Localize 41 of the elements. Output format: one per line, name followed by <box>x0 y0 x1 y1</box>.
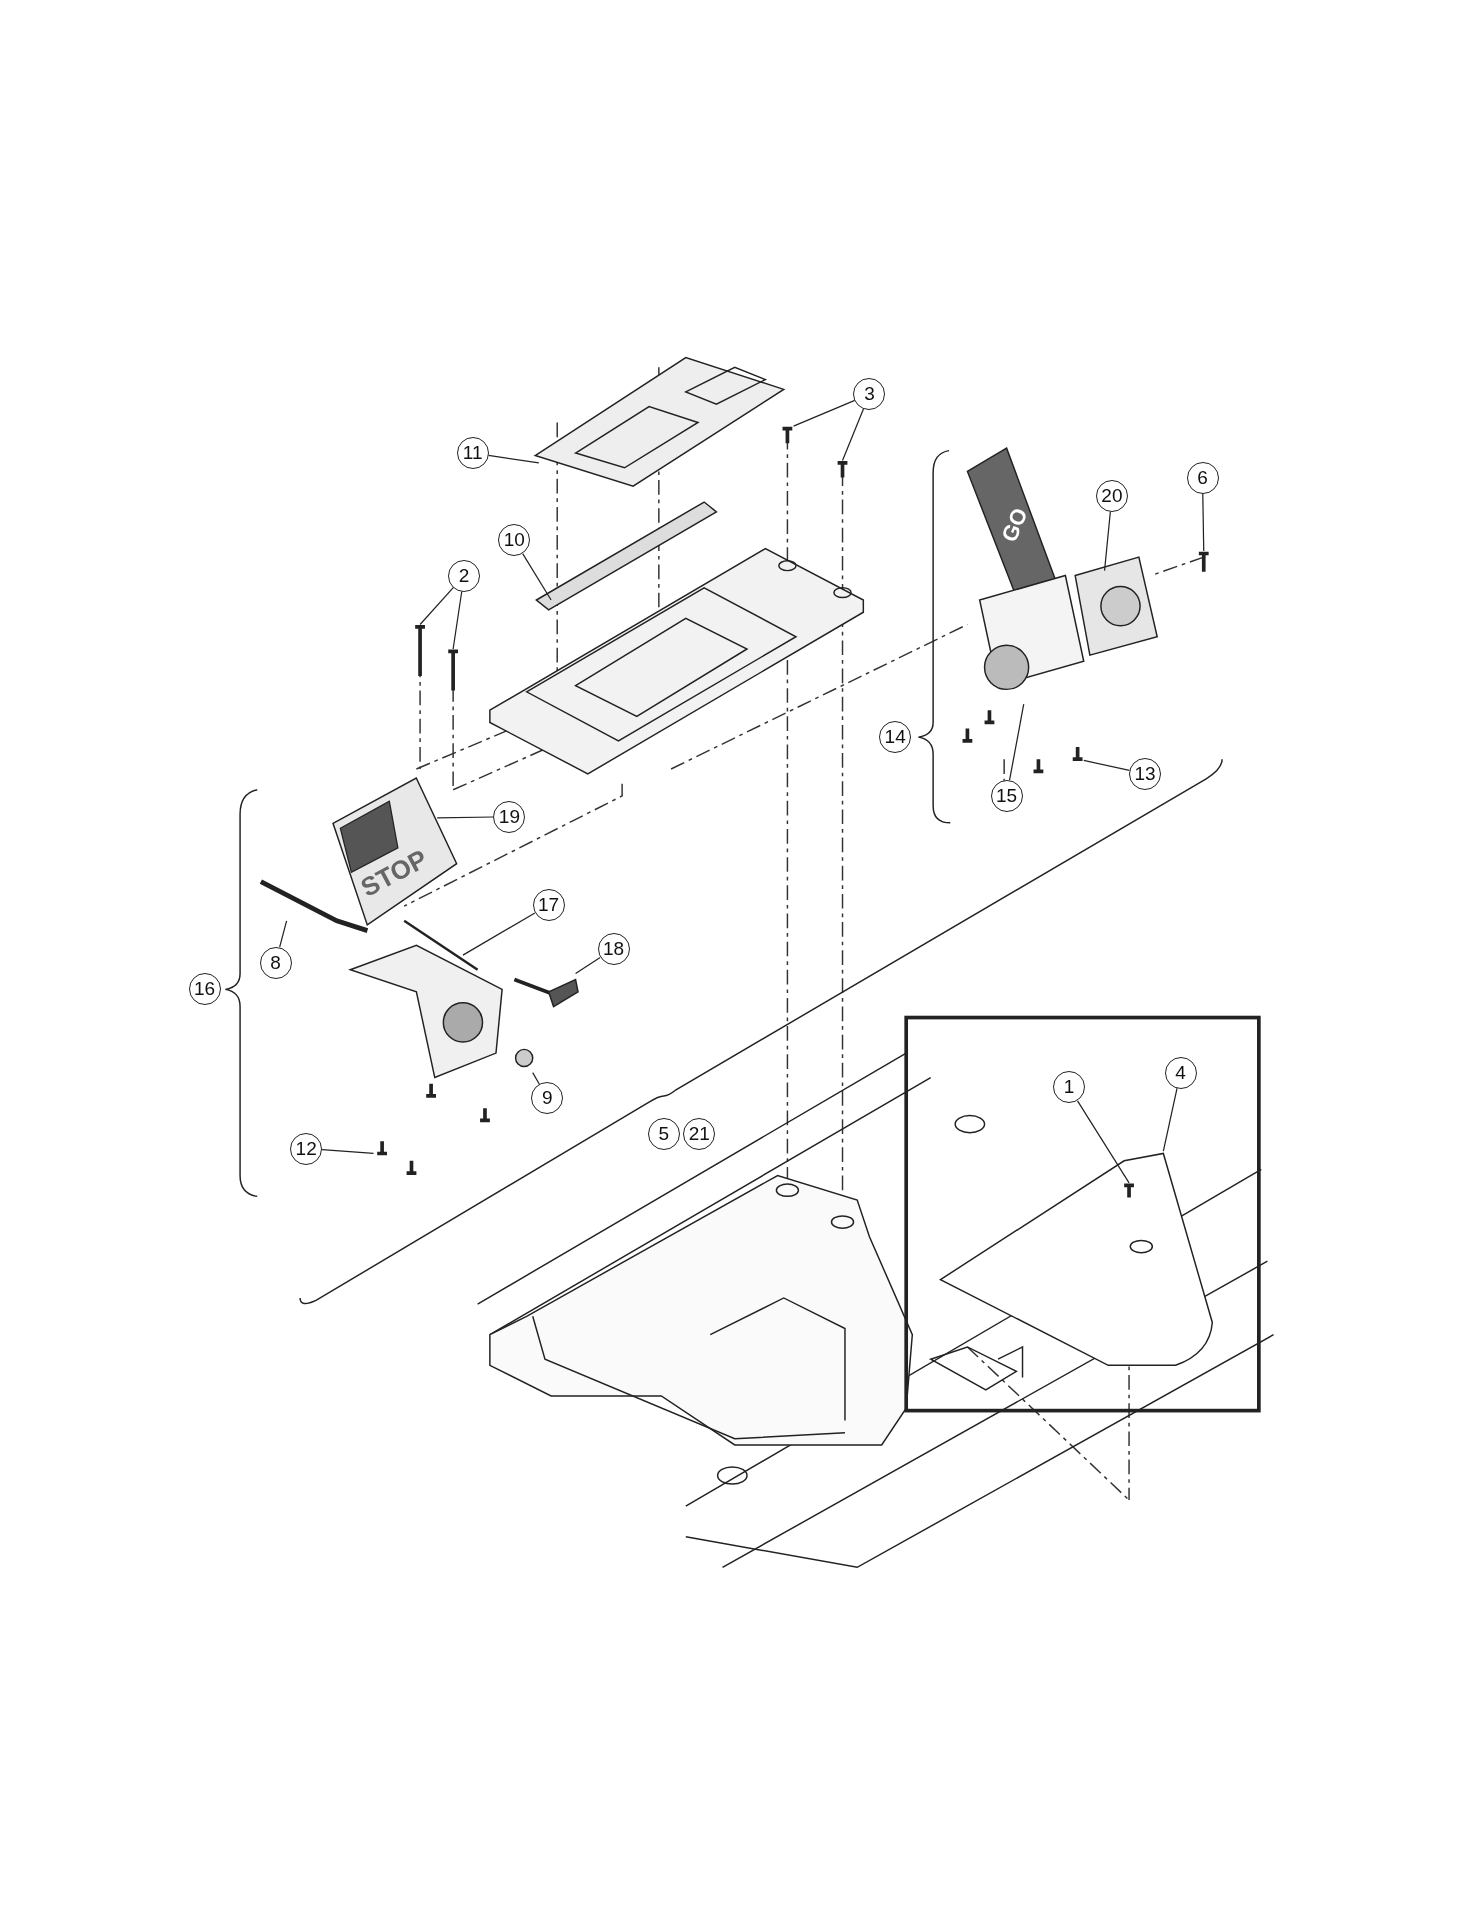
leader-line <box>1162 1087 1178 1152</box>
leader-line <box>487 454 540 464</box>
callout-number: 11 <box>456 437 489 470</box>
callout-number: 4 <box>1164 1056 1197 1089</box>
leader-line <box>419 586 455 626</box>
leader-line <box>462 912 536 956</box>
callout-number: 13 <box>1129 757 1161 790</box>
pedal-lettering: GO <box>996 503 1034 547</box>
callout-number: 3 <box>853 378 886 411</box>
callout-number: 17 <box>532 889 565 921</box>
callout-number: 14 <box>879 721 912 754</box>
leader-line <box>792 399 856 427</box>
callout-number: 16 <box>188 973 221 1006</box>
callout-number: 2 <box>448 559 481 592</box>
leader-line <box>1083 759 1130 772</box>
leader-line <box>1202 492 1205 552</box>
leader-line <box>1076 1100 1130 1184</box>
callout-number: 20 <box>1095 479 1128 512</box>
leader-line <box>279 920 288 948</box>
leader-line <box>436 816 495 819</box>
callout-number: 8 <box>259 946 292 979</box>
leader-line <box>1008 703 1025 781</box>
brake-pedal <box>333 777 457 925</box>
leader-line <box>1103 511 1111 572</box>
leader-line <box>452 590 463 650</box>
pedal-lettering: STOP <box>356 843 433 904</box>
callout-number: 1 <box>1053 1071 1086 1104</box>
callout-number: 18 <box>597 933 630 966</box>
callout-number: 5 <box>647 1118 680 1150</box>
leader-line <box>841 408 865 462</box>
callout-number: 21 <box>683 1118 716 1150</box>
callout-number: 19 <box>493 800 526 833</box>
callout-number: 15 <box>990 780 1023 812</box>
callout-number: 9 <box>531 1082 564 1115</box>
leader-line <box>574 957 601 975</box>
callout-number: 10 <box>498 524 531 557</box>
callout-number: 12 <box>290 1132 323 1165</box>
callout-number: 6 <box>1186 461 1219 494</box>
leader-line <box>321 1149 375 1155</box>
leader-line <box>522 552 552 601</box>
leader-line <box>532 1072 541 1086</box>
